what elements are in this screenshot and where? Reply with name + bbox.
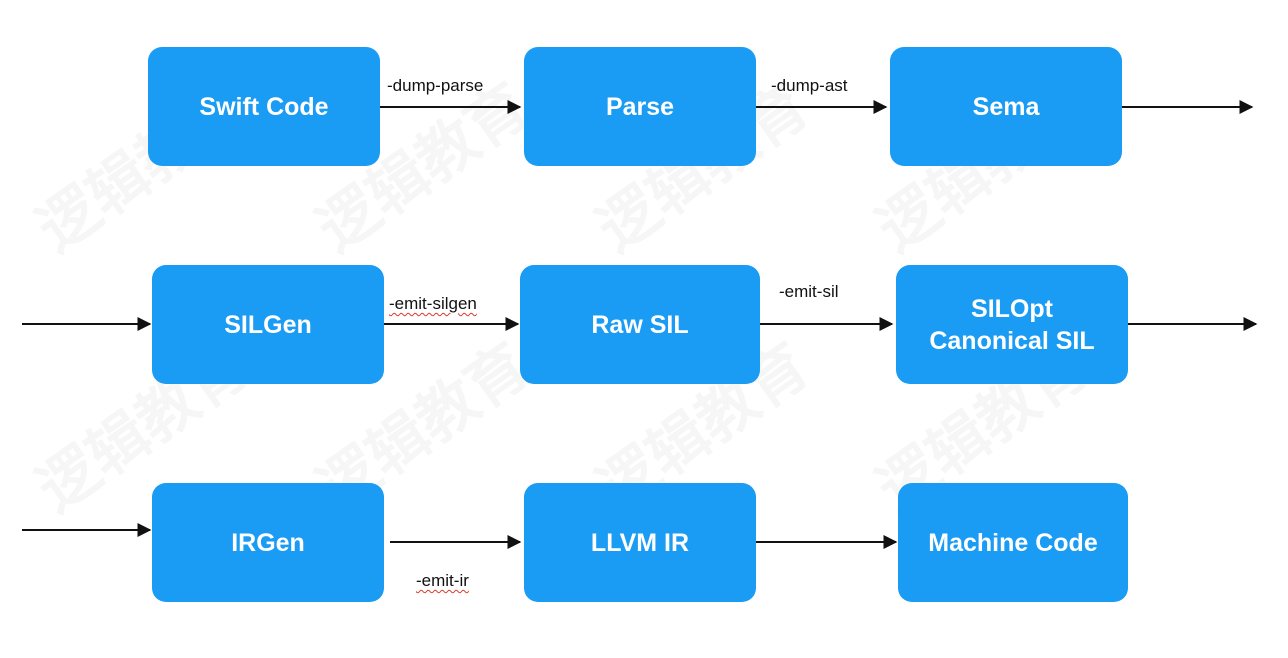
node-sema: Sema bbox=[890, 47, 1122, 166]
node-label: SILGen bbox=[224, 310, 312, 339]
node-label: Parse bbox=[605, 92, 675, 121]
edge-label-emit-sil: -emit-sil bbox=[779, 282, 839, 301]
edge-label-emit-ir: -emit-ir bbox=[416, 571, 469, 590]
node-silopt: SILOpt Canonical SIL bbox=[896, 265, 1128, 384]
node-swift-code: Swift Code bbox=[148, 47, 380, 166]
node-silgen: SILGen bbox=[152, 265, 384, 384]
node-irgen: IRGen bbox=[152, 483, 384, 602]
node-label-line1: SILOpt bbox=[971, 294, 1053, 323]
node-label: Machine Code bbox=[928, 528, 1098, 557]
node-label: Swift Code bbox=[199, 92, 329, 121]
edge-label-emit-silgen: -emit-silgen bbox=[389, 294, 477, 313]
node-parse: Parse bbox=[524, 47, 756, 166]
node-label: LLVM IR bbox=[590, 528, 690, 557]
node-raw-sil: Raw SIL bbox=[520, 265, 760, 384]
node-label: Raw SIL bbox=[591, 310, 689, 339]
edge-label-dump-ast: -dump-ast bbox=[771, 76, 848, 95]
node-label-line2: Canonical SIL bbox=[929, 326, 1095, 355]
node-llvm-ir: LLVM IR bbox=[524, 483, 756, 602]
node-machine-code: Machine Code bbox=[898, 483, 1128, 602]
edge-label-dump-parse: -dump-parse bbox=[387, 76, 484, 95]
node-label: IRGen bbox=[231, 528, 305, 557]
node-label: Sema bbox=[972, 92, 1040, 121]
